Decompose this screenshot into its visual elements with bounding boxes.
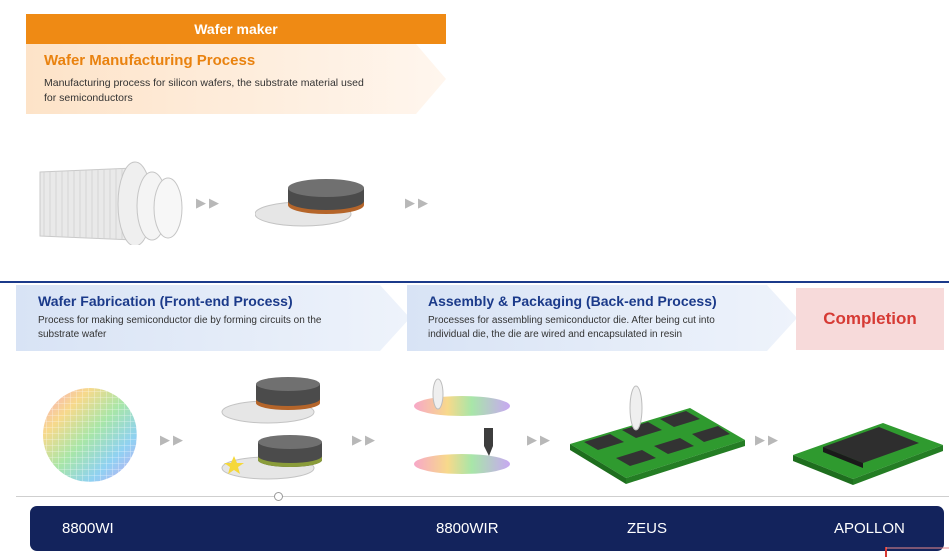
timeline-dot (274, 492, 283, 501)
arrow-5: ▶▶ (527, 432, 553, 447)
back-end-header-box (407, 285, 797, 351)
back-end-description: Processes for assembling semiconductor d… (428, 315, 715, 340)
timeline-line (16, 496, 949, 497)
arrow-2: ▶▶ (405, 195, 431, 210)
arrow-3: ▶▶ (160, 432, 186, 447)
front-end-title: Wafer Fabrication (Front-end Process) (38, 293, 293, 309)
wafer-maker-title: Wafer Manufacturing Process (44, 52, 256, 69)
completion-label: Completion (823, 309, 917, 328)
back-end-title: Assembly & Packaging (Back-end Process) (428, 293, 717, 309)
front-end-header-box (16, 285, 410, 351)
wafer-maker-description: Manufacturing process for silicon wafers… (44, 77, 364, 104)
arrow-4: ▶▶ (352, 432, 378, 447)
wafer-maker-box (26, 44, 446, 114)
corner-mark-icon (885, 547, 949, 557)
product-8800wir[interactable]: 8800WIR (436, 520, 499, 537)
patterned-wafer-icon (43, 388, 137, 482)
product-zeus[interactable]: ZEUS (627, 520, 668, 537)
front-end-description: Process for making semiconductor die by … (38, 315, 322, 340)
arrow-6: ▶▶ (755, 432, 781, 447)
wafer-process-icon (221, 377, 322, 480)
completion-box (796, 288, 944, 350)
wafer-maker-bar: Wafer maker (26, 14, 446, 44)
product-apollon[interactable]: APOLLON (834, 520, 905, 537)
pcb-assembly-icon (570, 385, 745, 484)
product-8800wi[interactable]: 8800WI (62, 520, 114, 537)
product-bar (30, 506, 944, 551)
arrow-1: ▶▶ (196, 195, 222, 210)
packaged-chip-icon (793, 423, 943, 485)
dicing-icon (414, 378, 510, 474)
section-divider (0, 281, 949, 283)
wafer-stack-icon (255, 179, 364, 227)
ingot-icon (39, 161, 183, 245)
